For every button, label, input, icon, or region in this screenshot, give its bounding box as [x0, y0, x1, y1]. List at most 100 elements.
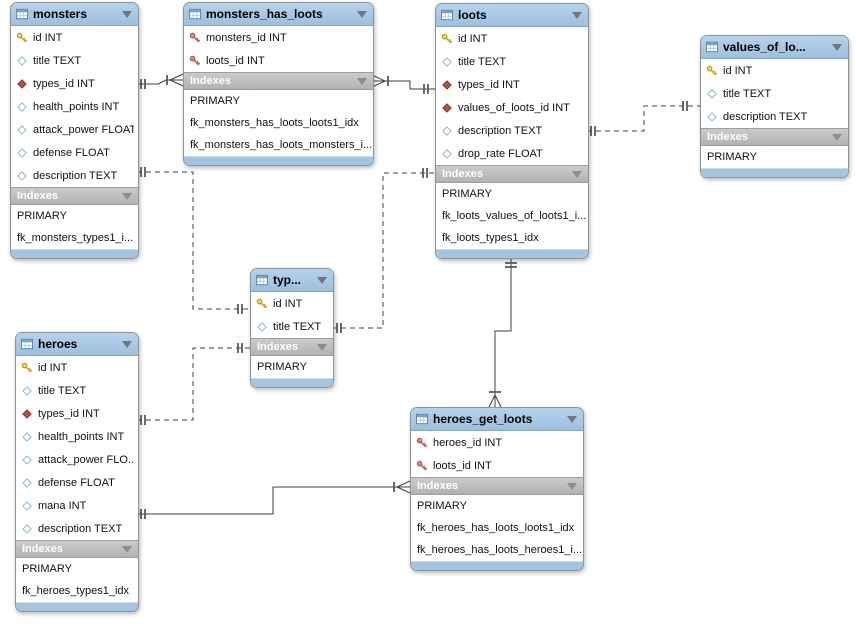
primary-foreign-key-icon	[189, 32, 201, 44]
field-row[interactable]: heroes_id INT	[411, 431, 583, 454]
table-heroes-header[interactable]: heroes	[16, 333, 138, 356]
indexes-section-header[interactable]: Indexes	[184, 72, 373, 90]
index-row[interactable]: PRIMARY	[436, 183, 588, 205]
relationship-heroes-heroes_get_loots[interactable]	[137, 480, 411, 519]
field-row[interactable]: types_id INT	[16, 402, 138, 425]
chevron-down-icon[interactable]	[122, 340, 132, 348]
indexes-section-header[interactable]: Indexes	[701, 128, 848, 146]
indexes-section-header[interactable]: Indexes	[11, 187, 138, 205]
field-row[interactable]: types_id INT	[436, 73, 588, 96]
index-row[interactable]: PRIMARY	[701, 146, 848, 168]
field-row[interactable]: health_points INT	[16, 425, 138, 448]
indexes-label: Indexes	[22, 543, 63, 555]
field-label: description TEXT	[33, 169, 118, 182]
index-row[interactable]: PRIMARY	[251, 356, 333, 378]
index-row[interactable]: PRIMARY	[16, 558, 138, 580]
index-row[interactable]: fk_heroes_types1_idx	[16, 580, 138, 602]
field-row[interactable]: id INT	[11, 26, 138, 49]
index-row[interactable]: fk_loots_types1_idx	[436, 227, 588, 249]
chevron-down-icon[interactable]	[567, 482, 577, 490]
column-icon	[256, 321, 268, 332]
column-icon	[21, 454, 33, 465]
field-row[interactable]: description TEXT	[16, 517, 138, 540]
table-values_of_loots-header[interactable]: values_of_lo...	[701, 36, 848, 59]
field-row[interactable]: id INT	[251, 292, 333, 315]
chevron-down-icon[interactable]	[357, 77, 367, 85]
field-row[interactable]: monsters_id INT	[184, 26, 373, 49]
chevron-down-icon[interactable]	[122, 10, 132, 18]
field-row[interactable]: title TEXT	[16, 379, 138, 402]
field-label: defense FLOAT	[38, 476, 115, 489]
chevron-down-icon[interactable]	[832, 133, 842, 141]
field-row[interactable]: defense FLOAT	[16, 471, 138, 494]
indexes-section-header[interactable]: Indexes	[411, 477, 583, 495]
field-row[interactable]: drop_rate FLOAT	[436, 142, 588, 165]
field-row[interactable]: values_of_loots_id INT	[436, 96, 588, 119]
relationship-loots-values_of_loots[interactable]	[587, 101, 700, 136]
table-monsters_has_loots-header[interactable]: monsters_has_loots	[184, 3, 373, 26]
relationship-heroes-types[interactable]	[137, 343, 250, 425]
index-row[interactable]: PRIMARY	[184, 90, 373, 112]
foreign-key-icon	[441, 102, 453, 113]
chevron-down-icon[interactable]	[122, 545, 132, 553]
field-row[interactable]: id INT	[701, 59, 848, 82]
index-row[interactable]: PRIMARY	[11, 205, 138, 227]
relationship-monsters-types[interactable]	[137, 167, 250, 314]
foreign-key-icon	[16, 78, 28, 89]
primary-key-icon	[21, 362, 33, 374]
field-row[interactable]: id INT	[436, 27, 588, 50]
chevron-down-icon[interactable]	[572, 11, 582, 19]
table-loots-header[interactable]: loots	[436, 4, 588, 27]
field-row[interactable]: defense FLOAT	[11, 141, 138, 164]
field-row[interactable]: title TEXT	[701, 82, 848, 105]
field-row[interactable]: id INT	[16, 356, 138, 379]
indexes-section-header[interactable]: Indexes	[251, 338, 333, 356]
field-row[interactable]: types_id INT	[11, 72, 138, 95]
chevron-down-icon[interactable]	[832, 43, 842, 51]
relationship-monsters_has_loots-loots[interactable]	[371, 74, 435, 94]
field-row[interactable]: mana INT	[16, 494, 138, 517]
index-row[interactable]: PRIMARY	[411, 495, 583, 517]
field-row[interactable]: description TEXT	[436, 119, 588, 142]
index-row[interactable]: fk_heroes_has_loots_loots1_idx	[411, 517, 583, 539]
chevron-down-icon[interactable]	[122, 192, 132, 200]
field-row[interactable]: title TEXT	[11, 49, 138, 72]
field-row[interactable]: title TEXT	[436, 50, 588, 73]
relationship-types-loots[interactable]	[332, 168, 435, 333]
field-row[interactable]: attack_power FLOAT	[11, 118, 138, 141]
table-types-header[interactable]: typ...	[251, 269, 333, 292]
index-row[interactable]: fk_monsters_types1_i...	[11, 227, 138, 249]
field-row[interactable]: description TEXT	[701, 105, 848, 128]
relationship-monsters-monsters_has_loots[interactable]	[137, 73, 184, 89]
field-row[interactable]: loots_id INT	[411, 454, 583, 477]
chevron-down-icon[interactable]	[357, 10, 367, 18]
field-row[interactable]: health_points INT	[11, 95, 138, 118]
field-row[interactable]: loots_id INT	[184, 49, 373, 72]
index-row[interactable]: fk_heroes_has_loots_heroes1_i...	[411, 539, 583, 561]
column-icon	[16, 124, 28, 135]
relationship-loots-heroes_get_loots[interactable]	[488, 253, 517, 408]
field-row[interactable]: attack_power FLO...	[16, 448, 138, 471]
chevron-down-icon[interactable]	[567, 415, 577, 423]
indexes-section-header[interactable]: Indexes	[436, 165, 588, 183]
chevron-down-icon[interactable]	[317, 276, 327, 284]
index-row[interactable]: fk_loots_values_of_loots1_i...	[436, 205, 588, 227]
table-title: monsters	[33, 7, 88, 21]
table-title: heroes_get_loots	[433, 412, 533, 426]
field-row[interactable]: description TEXT	[11, 164, 138, 187]
indexes-section-header[interactable]: Indexes	[16, 540, 138, 558]
table-monsters-header[interactable]: monsters	[11, 3, 138, 26]
chevron-down-icon[interactable]	[572, 170, 582, 178]
index-row[interactable]: fk_monsters_has_loots_monsters_i...	[184, 134, 373, 156]
field-row[interactable]: title TEXT	[251, 315, 333, 338]
chevron-down-icon[interactable]	[317, 343, 327, 351]
table-heroes_get_loots-header[interactable]: heroes_get_loots	[411, 408, 583, 431]
index-row[interactable]: fk_monsters_has_loots_loots1_idx	[184, 112, 373, 134]
